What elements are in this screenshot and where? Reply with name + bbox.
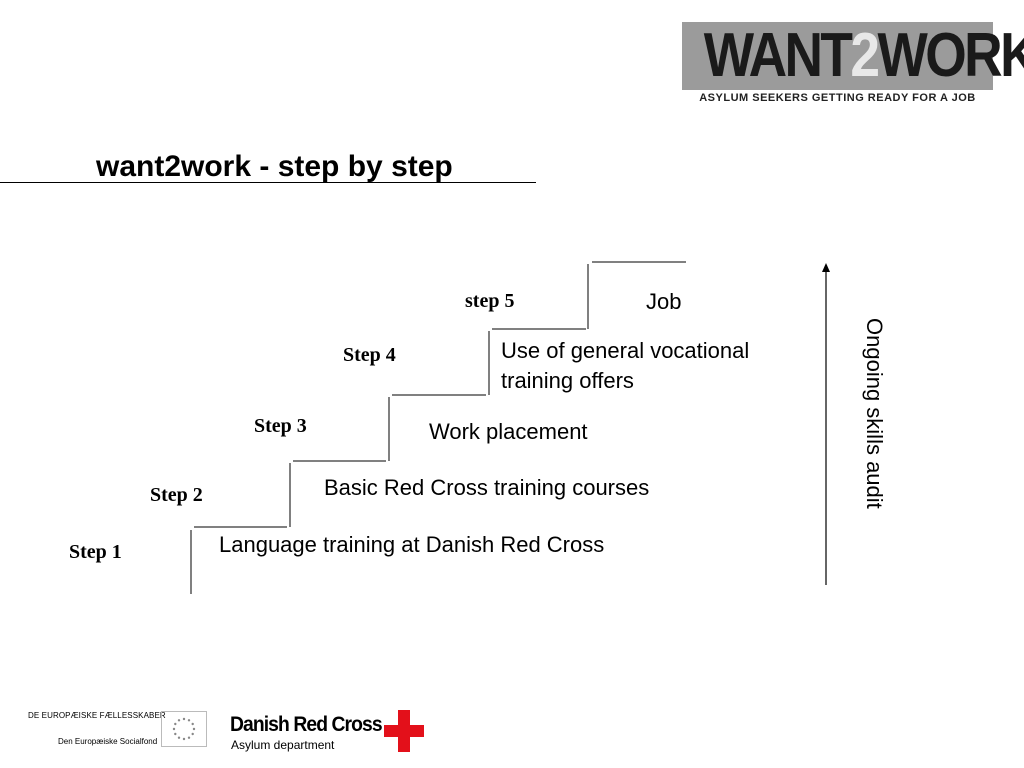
step-3-description: Work placement [429, 419, 588, 444]
step-4-description-line1: Use of general vocational [501, 338, 750, 363]
title-underline [0, 182, 536, 183]
want2work-logo: WANT2WORK ASYLUM SEEKERS GETTING READY F… [682, 21, 1024, 108]
step-5-label: step 5 [465, 290, 515, 312]
logo-word-2: 2 [850, 21, 880, 90]
logo-word-want: WANT [703, 21, 853, 90]
eu-social-fund-text: Den Europæiske Socialfond [58, 737, 158, 746]
step-4-label: Step 4 [343, 344, 396, 366]
step-4-description-line2: training offers [501, 368, 634, 393]
ongoing-skills-audit-text: Ongoing skills audit [862, 318, 887, 509]
danish-red-cross-name: Danish Red Cross [230, 713, 383, 736]
asylum-department-text: Asylum department [231, 738, 335, 752]
slide-title: want2work - step by step [96, 150, 453, 183]
step-3-label: Step 3 [254, 415, 307, 437]
logo-tagline: ASYLUM SEEKERS GETTING READY FOR A JOB [699, 92, 976, 104]
red-cross-icon [384, 710, 424, 752]
logo-background [682, 22, 993, 90]
step-1-label: Step 1 [69, 541, 122, 563]
step-2-label: Step 2 [150, 484, 203, 506]
eu-flag-icon [161, 711, 207, 747]
logo-wordmark: WANT2WORK [703, 21, 1024, 90]
up-arrow [822, 263, 830, 585]
step-5-description: Job [646, 289, 682, 314]
eu-community-text: DE EUROPÆISKE FÆLLESSKABER [28, 711, 166, 720]
logo-word-work: WORK [877, 21, 1024, 90]
step-1-description: Language training at Danish Red Cross [219, 532, 605, 557]
step-2-description: Basic Red Cross training courses [324, 475, 650, 500]
